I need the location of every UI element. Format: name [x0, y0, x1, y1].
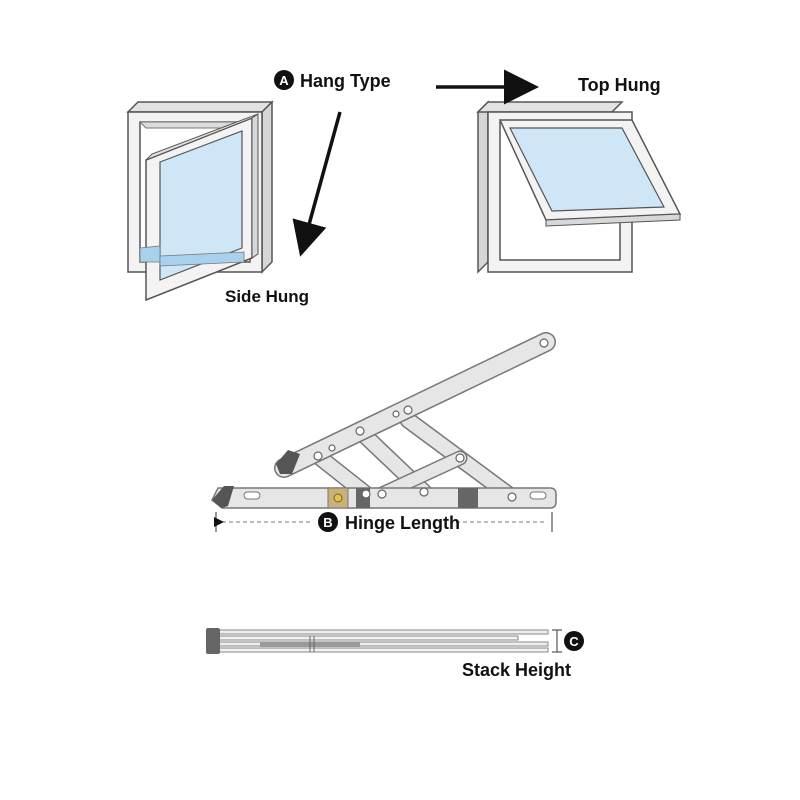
friction-stay-hinge-closed: [206, 628, 549, 654]
friction-stay-hinge-open: [211, 332, 557, 509]
arrow-icon: [292, 111, 342, 257]
badge-a-icon: [274, 70, 294, 90]
hang-type-label-group: A Hang Type: [274, 70, 391, 91]
hinge-length-label: Hinge Length: [345, 513, 460, 533]
hang-type-label: Hang Type: [300, 71, 391, 91]
badge-b-letter: B: [323, 515, 332, 530]
top-hung-window-illustration: [476, 100, 682, 274]
top-hung-label: Top Hung: [578, 75, 661, 95]
badge-b-icon: [318, 512, 338, 532]
badge-c-letter: C: [569, 634, 579, 649]
badge-a-letter: A: [279, 73, 289, 88]
hinge-length-dimension: B Hinge Length: [214, 512, 553, 533]
stack-height-label: Stack Height: [462, 660, 571, 680]
side-hung-label: Side Hung: [225, 287, 309, 306]
stack-height-dimension: C Stack Height: [462, 629, 584, 680]
badge-c-icon: [564, 631, 584, 651]
side-hung-window-illustration: [126, 100, 274, 302]
